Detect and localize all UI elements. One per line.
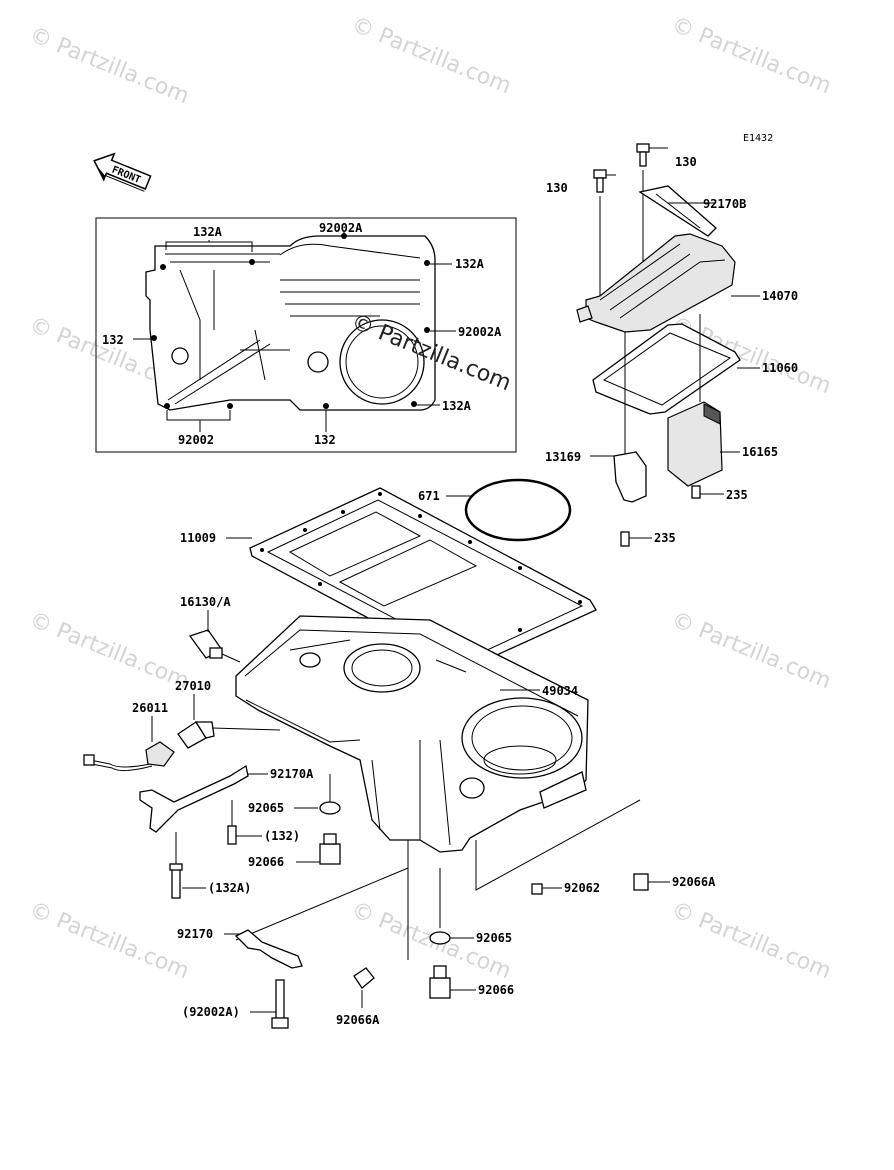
oil-pan [235,615,589,853]
part-label-13169[interactable]: 13169 [545,450,581,464]
part-label-11009[interactable]: 11009 [180,531,216,545]
part-label-16130-a[interactable]: 16130/A [180,595,231,609]
watermark: © Partzilla.com [668,897,835,984]
part-label-92065[interactable]: 92065 [248,801,284,815]
part-label-26011[interactable]: 26011 [132,701,168,715]
part-label-132a[interactable]: 132A [455,257,485,271]
part-label-92066a[interactable]: 92066A [336,1013,380,1027]
part-label-671[interactable]: 671 [418,489,440,503]
watermark: © Partzilla.com [26,22,193,109]
part-label-132[interactable]: 132 [314,433,336,447]
part-label-92170[interactable]: 92170 [177,927,213,941]
oil-temp-sensor [177,694,281,749]
watermark: © Partzilla.com [26,897,193,984]
part-label-11060[interactable]: 11060 [762,361,798,375]
part-label-16165[interactable]: 16165 [742,445,778,459]
part-label-92002a[interactable]: 92002A [319,221,363,235]
watermark: © Partzilla.com [26,607,193,694]
watermark: © Partzilla.com [348,12,515,99]
front-arrow-icon: FRONT [93,152,152,192]
part-label-27010[interactable]: 27010 [175,679,211,693]
part-label-92066[interactable]: 92066 [248,855,284,869]
oil-pressure-switch [188,610,241,663]
part-label-132a[interactable]: 132A [193,225,223,239]
part-label-132[interactable]: 132 [102,333,124,347]
part-label-92066a[interactable]: 92066A [672,875,716,889]
part-label-130[interactable]: 130 [675,155,697,169]
part-label-14070[interactable]: 14070 [762,289,798,303]
o-ring [464,478,572,542]
part-label-235[interactable]: 235 [654,531,676,545]
wire-harness [83,716,175,772]
part-label-132a[interactable]: 132A [442,399,472,413]
part-label-92170b[interactable]: 92170B [703,197,746,211]
part-label-92065[interactable]: 92065 [476,931,512,945]
part-label-92002[interactable]: 92002 [178,433,214,447]
part-label-92170a[interactable]: 92170A [270,767,314,781]
watermark: © Partzilla.com [668,607,835,694]
part-label-235[interactable]: 235 [726,488,748,502]
diagram-code: E1432 [743,133,773,144]
part-label-49034[interactable]: 49034 [542,684,578,698]
part-label-92062[interactable]: 92062 [564,881,600,895]
part-label-132a-paren[interactable]: (132A) [208,881,251,895]
part-label-132-paren[interactable]: (132) [264,829,300,843]
watermark: © Partzilla.com [668,12,835,99]
part-label-92002a[interactable]: 92002A [458,325,502,339]
part-label-130[interactable]: 130 [546,181,568,195]
breather-assembly [576,143,760,547]
bracket [139,764,268,899]
bottom-view-inset [95,217,517,453]
part-label-92066[interactable]: 92066 [478,983,514,997]
part-label-92002a-paren[interactable]: (92002A) [182,1005,240,1019]
